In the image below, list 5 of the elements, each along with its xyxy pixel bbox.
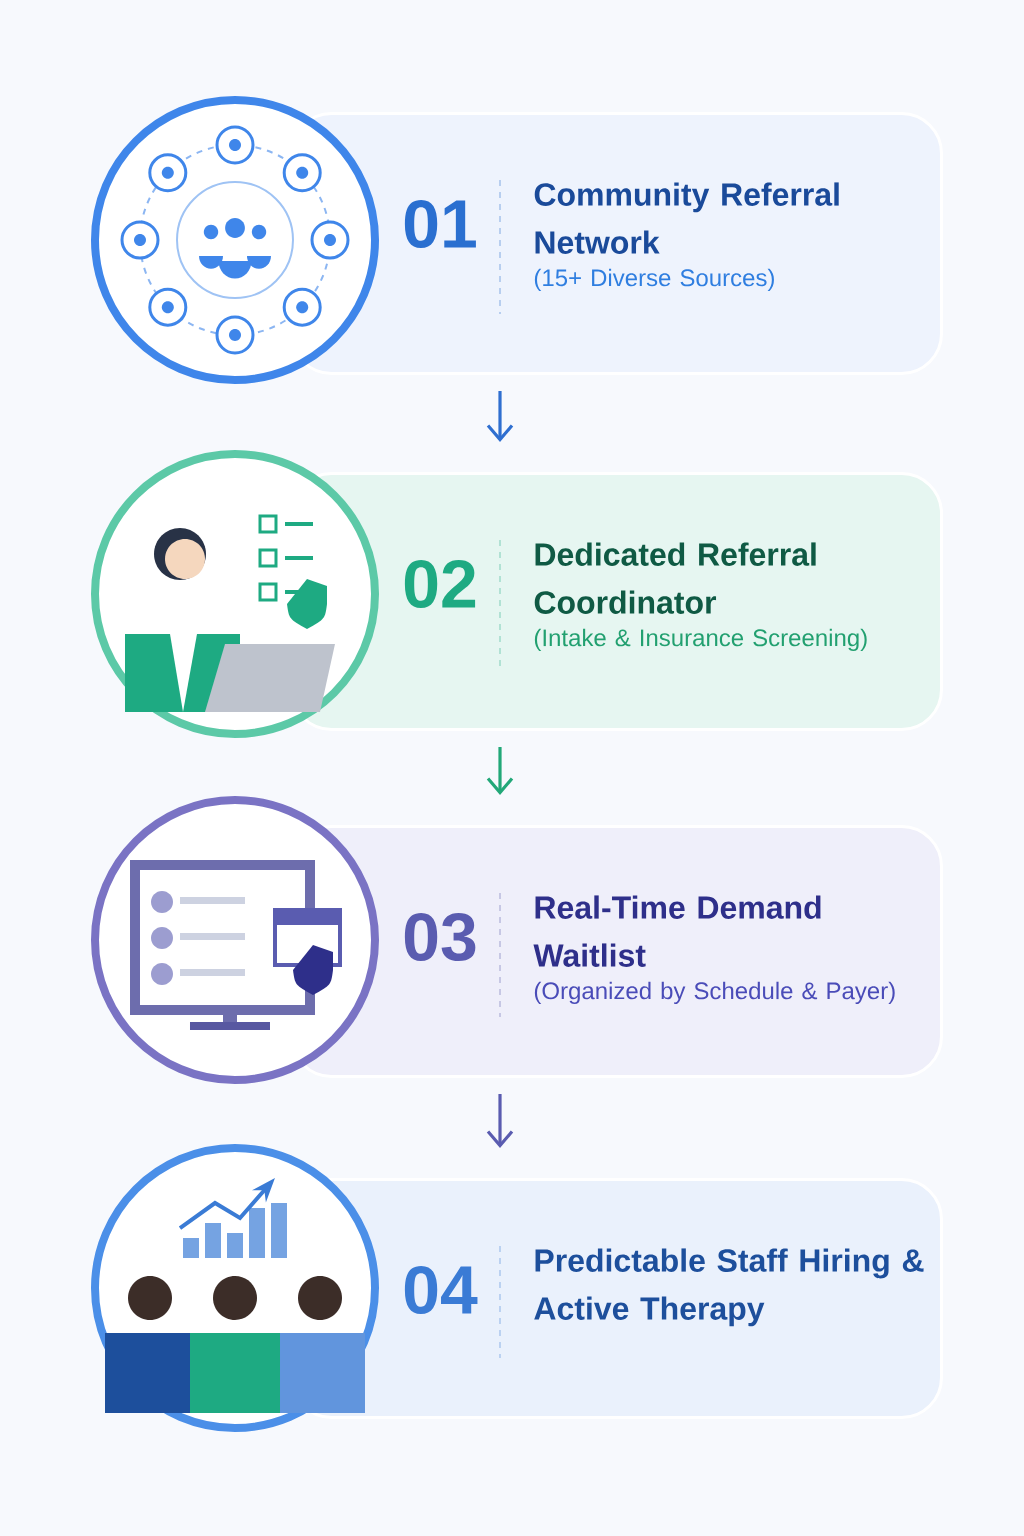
step-card: 02 Dedicated Referral Coordinator (Intake & Insurance Screening) — [290, 472, 943, 731]
step-card: 01 Community Referral Network (15+ Diverse Sources) — [290, 112, 943, 375]
arrow — [486, 747, 514, 795]
arrow — [486, 1094, 514, 1148]
arrow — [486, 391, 514, 442]
